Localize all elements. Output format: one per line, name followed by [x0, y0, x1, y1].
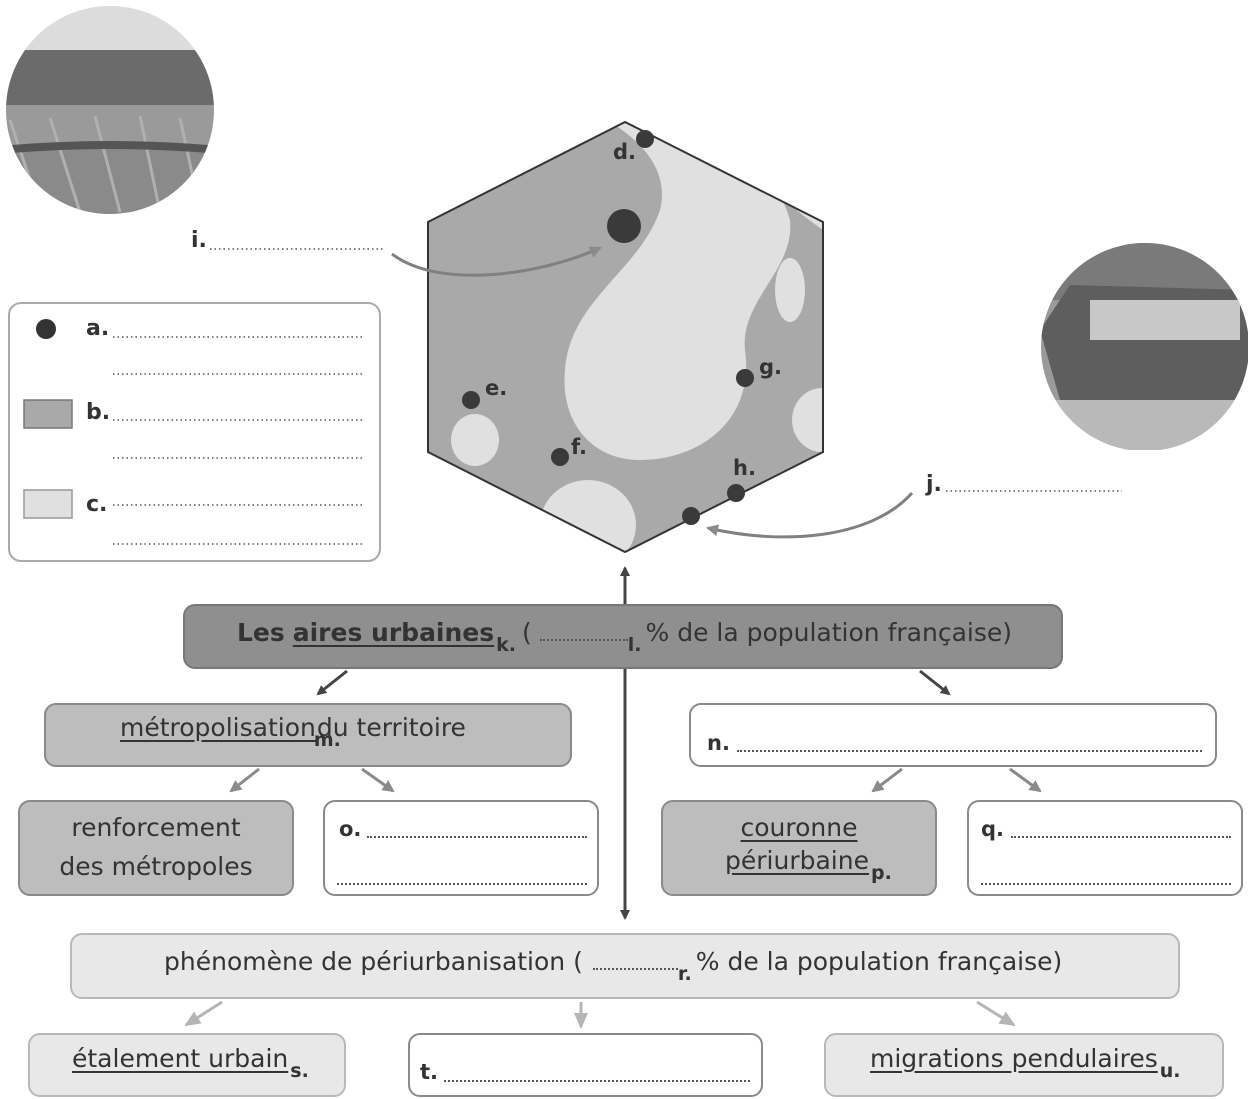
box-t-blank[interactable]	[444, 1079, 750, 1082]
map-legend	[8, 302, 381, 562]
map-label-f: f.	[571, 435, 587, 459]
box-o-blank-2[interactable]	[337, 882, 587, 885]
migrations-letter: u.	[1159, 1060, 1181, 1082]
main-suffix: % de la population française)	[645, 618, 1013, 647]
map-label-h: h.	[733, 456, 756, 480]
map-label-g: g.	[759, 355, 783, 379]
main-blank[interactable]	[539, 638, 628, 641]
arrow-right-to-couronne	[871, 767, 903, 793]
peri-prefix: phénomène de périurbanisation (	[164, 947, 583, 976]
arrow-peri-to-s	[184, 1000, 223, 1027]
arrow-left-to-o	[361, 767, 395, 793]
migrations-box: migrations pendulaires u.	[824, 1033, 1224, 1097]
map-label-e: e.	[485, 376, 508, 400]
main-open-paren: (	[522, 618, 532, 647]
box-q-blank-1[interactable]	[1011, 835, 1231, 838]
peri-suffix: % de la population française)	[695, 947, 1063, 976]
main-blank-letter: l.	[627, 634, 642, 656]
box-t: t.	[408, 1033, 763, 1097]
box-o-letter: o.	[339, 817, 362, 841]
metropolisation-term: métropolisation	[120, 713, 316, 742]
arrow-i	[391, 246, 602, 277]
arrow-main-to-left	[316, 669, 348, 696]
map-label-d: d.	[613, 140, 637, 164]
peri-letter: r.	[677, 963, 692, 985]
couronne-line1: couronne	[740, 813, 858, 842]
couronne-box: couronne périurbaine p.	[661, 800, 937, 896]
arrow-j	[706, 491, 914, 539]
city-dot-e	[462, 391, 480, 409]
city-dot-g	[736, 369, 754, 387]
box-q: q.	[967, 800, 1243, 896]
main-term: aires urbaines	[292, 618, 495, 647]
city-dot-j	[682, 507, 700, 525]
couronne-letter: p.	[870, 862, 892, 884]
city-dot-d	[636, 130, 654, 148]
box-q-letter: q.	[981, 817, 1005, 841]
box-q-blank-2[interactable]	[981, 882, 1231, 885]
box-o-blank-1[interactable]	[367, 835, 587, 838]
legend-light-swatch	[23, 489, 73, 519]
box-t-letter: t.	[420, 1060, 439, 1084]
main-prefix: Les	[237, 618, 285, 647]
metropolisation-box: métropolisation m. du territoire	[44, 703, 572, 767]
peri-blank[interactable]	[592, 967, 678, 970]
main-term-letter: k.	[496, 634, 516, 656]
legend-label-c: c.	[86, 492, 108, 517]
arrow-left-to-renforcement	[229, 767, 260, 793]
metropolis-dot	[607, 209, 641, 243]
map-label-i: i.	[191, 228, 207, 253]
legend-dark-swatch	[23, 399, 73, 429]
urban-area-map	[427, 120, 824, 554]
map-label-j: j.	[926, 472, 942, 497]
periurbanisation-box: phénomène de périurbanisation ( r. % de …	[70, 933, 1180, 999]
city-dot-f	[551, 448, 569, 466]
main-box-aires-urbaines: Les aires urbaines k. ( l. % de la popul…	[183, 604, 1063, 669]
box-n-letter: n.	[707, 731, 730, 755]
metropolisation-suffix: du territoire	[316, 713, 466, 742]
etalement-term: étalement urbain	[72, 1044, 289, 1073]
arrow-peri-to-u	[976, 1000, 1016, 1027]
renforcement-line1: renforcement	[71, 813, 241, 842]
periurban-landscape-photo	[6, 6, 214, 214]
box-n-blank[interactable]	[737, 749, 1202, 752]
etalement-box: étalement urbain s.	[28, 1033, 346, 1097]
renforcement-line2: des métropoles	[59, 852, 253, 881]
legend-dot-symbol	[36, 319, 56, 339]
box-o: o.	[323, 800, 599, 896]
city-dot-h	[727, 484, 745, 502]
etalement-letter: s.	[290, 1060, 309, 1082]
renforcement-box: renforcement des métropoles	[18, 800, 294, 896]
box-n: n.	[689, 703, 1217, 767]
couronne-line2: périurbaine	[725, 846, 869, 875]
legend-label-b: b.	[86, 400, 111, 425]
arrow-main-to-right	[919, 669, 951, 696]
metropolisation-letter: m.	[313, 729, 341, 751]
tramway-photo	[1041, 243, 1248, 450]
migrations-term: migrations pendulaires	[870, 1044, 1158, 1073]
legend-label-a: a.	[86, 316, 110, 341]
arrow-right-to-q	[1009, 767, 1042, 793]
